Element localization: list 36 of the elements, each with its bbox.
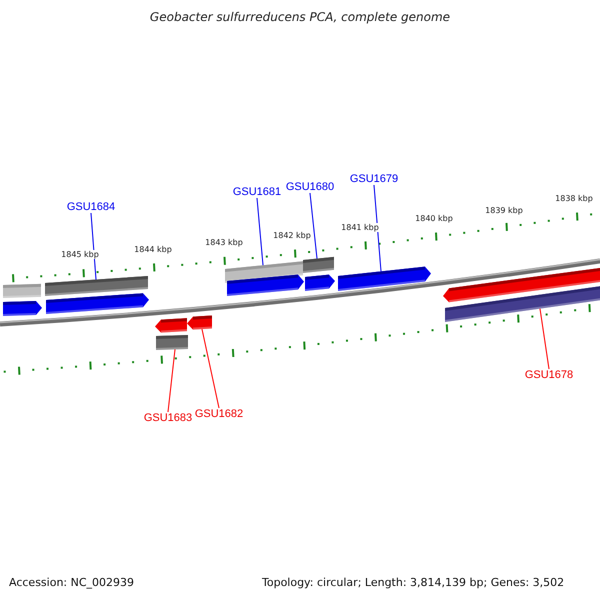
gene-label: GSU1681 [232,186,282,198]
gene-label: GSU1679 [350,173,398,185]
gene-bar [156,335,188,350]
leader-line [310,192,318,260]
gene-feature [305,274,335,291]
scale-label: 1840 kbp [415,214,453,223]
footer-text: Topology: circular; Length: 3,814,139 bp; Genes: 3,502 [262,576,564,589]
leader-line [168,348,176,412]
gene-label: GSU1680 [286,181,334,193]
scale-label: 1841 kbp [341,223,379,232]
gene-label: GSU1683 [144,412,192,424]
scale-label: 1839 kbp [485,206,523,215]
leader-line [374,184,382,272]
scale-label: 1842 kbp [273,231,311,240]
leader-line [90,212,96,280]
scale-label: 1845 kbp [61,250,99,259]
gene-bar [45,276,148,296]
footer-text: Accession: NC_002939 [9,576,134,589]
scale-label: 1844 kbp [134,245,172,254]
map-title: Geobacter sulfurreducens PCA, complete genome [148,10,452,24]
gene-feature [187,316,212,330]
gene-feature [3,301,42,316]
leader-line [202,328,220,408]
gene-feature [155,318,187,333]
scale-label: 1838 kbp [555,194,593,203]
gene-label: GSU1682 [194,408,244,420]
gene-label: GSU1678 [524,369,574,381]
scale-label: 1843 kbp [205,238,243,247]
leader-line [540,308,550,370]
leader-line [256,198,264,266]
gene-feature [338,266,431,291]
gene-bar [3,284,41,298]
gene-label: GSU1684 [66,201,116,213]
gene-bar [445,286,600,322]
gene-bar [303,256,334,273]
gene-feature [46,293,149,314]
